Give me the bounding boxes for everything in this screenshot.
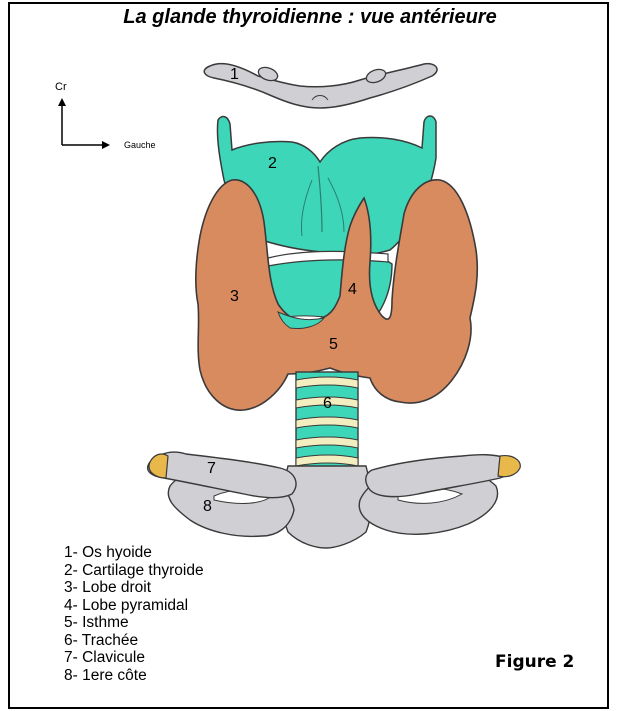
legend-list: 1- Os hyoide 2- Cartilage thyroide 3- Lo… [64, 544, 204, 684]
marker-6: 6 [323, 395, 332, 412]
figure-label: Figure 2 [495, 652, 574, 672]
marker-2: 2 [268, 155, 277, 172]
legend-item: 4- Lobe pyramidal [64, 597, 204, 615]
marker-3: 3 [230, 288, 239, 305]
clavicle-left-tip [498, 456, 520, 477]
marker-5: 5 [329, 336, 338, 353]
cranial-label: Cr [55, 81, 67, 93]
marker-4: 4 [348, 281, 357, 298]
orientation-indicator: Cr Gauche [55, 81, 156, 150]
trachea [296, 372, 358, 472]
legend-item: 3- Lobe droit [64, 579, 204, 597]
legend-item: 7- Clavicule [64, 649, 204, 667]
legend-item: 6- Trachée [64, 632, 204, 650]
sternum-manubrium [283, 466, 372, 548]
legend-item: 5- Isthme [64, 614, 204, 632]
legend-item: 8- 1ere côte [64, 667, 204, 685]
hyoid-bone [204, 64, 437, 108]
marker-1: 1 [230, 66, 239, 83]
left-side-label: Gauche [124, 140, 156, 150]
marker-8: 8 [203, 498, 212, 515]
legend-item: 2- Cartilage thyroide [64, 562, 204, 580]
marker-7: 7 [207, 460, 216, 477]
legend-item: 1- Os hyoide [64, 544, 204, 562]
